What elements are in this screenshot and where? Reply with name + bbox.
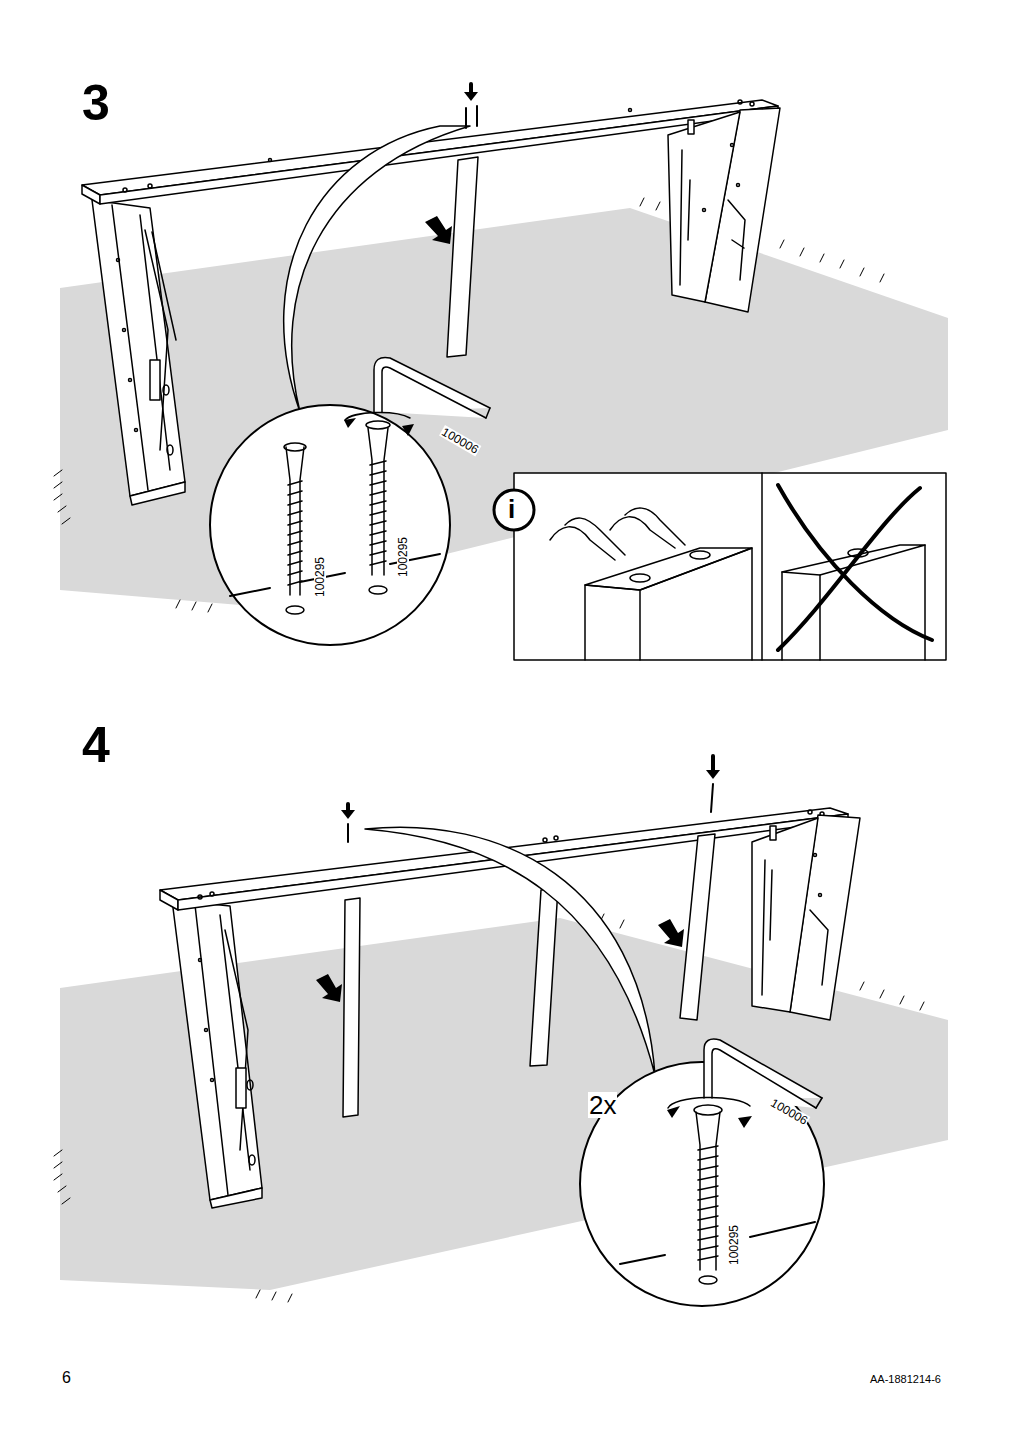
step3-scene [54, 84, 948, 660]
page-number: 6 [62, 1370, 71, 1386]
info-icon-letter: i [508, 496, 515, 522]
part-number: 100295 [397, 536, 409, 578]
document-code: AA-1881214-6 [870, 1374, 941, 1385]
part-number: 100295 [314, 556, 326, 598]
step-number: 4 [82, 720, 110, 770]
step4-scene [54, 756, 948, 1306]
step-number: 3 [82, 78, 110, 128]
part-number: 100295 [728, 1224, 740, 1266]
quantity-label: 2x [588, 1092, 617, 1118]
